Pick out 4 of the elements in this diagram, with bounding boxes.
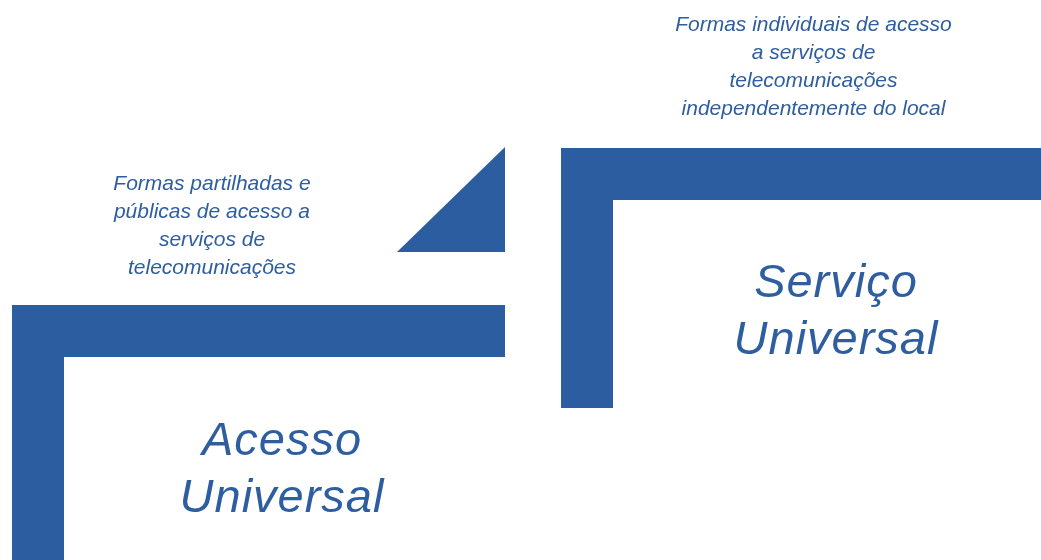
description-text: Formas partilhadas e públicas de acesso a serviços de telecomunicações <box>112 170 312 280</box>
description-text: Formas individuais de acesso a serviços de telecomunicações independentemente do local <box>674 11 953 121</box>
heading-text: Acesso Universal <box>178 411 386 524</box>
heading-text: Serviço Universal <box>732 253 940 366</box>
